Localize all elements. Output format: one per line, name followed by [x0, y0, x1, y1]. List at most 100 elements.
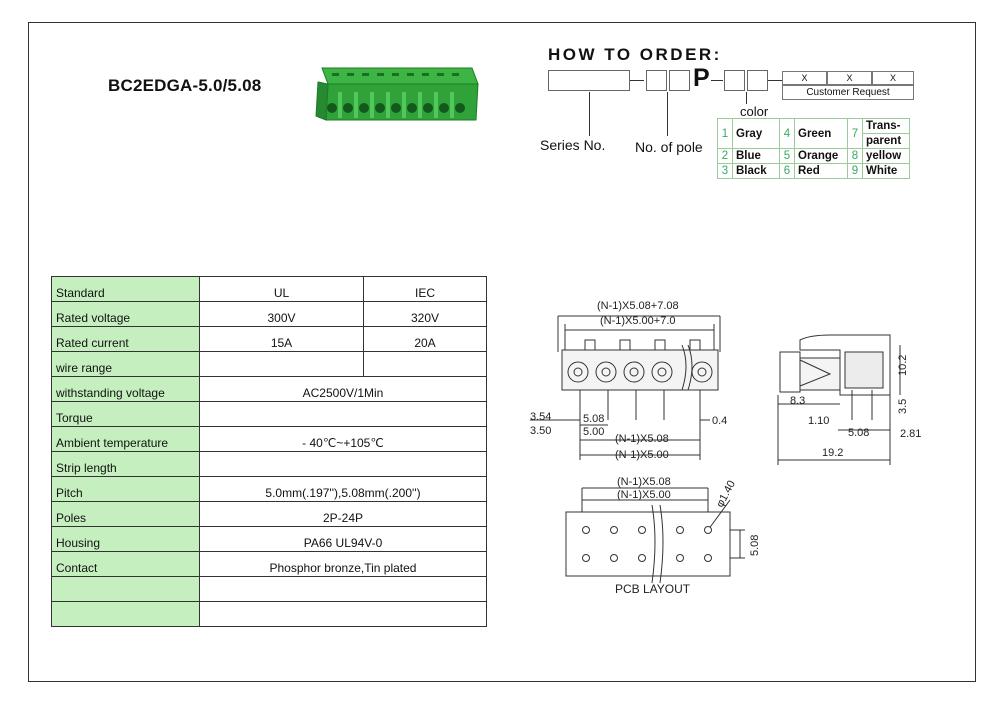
spec-row: Rated voltage 300V 320V: [51, 301, 487, 327]
spec-row: withstanding voltage AC2500V/1Min: [51, 376, 487, 402]
color-table: 1 Gray 4 Green 7 Trans- parent 2 Blue 5 …: [717, 118, 910, 179]
color-box-2: [747, 70, 768, 91]
spec-value: - 40℃~+105℃: [199, 426, 487, 452]
spec-row: Poles 2P-24P: [51, 501, 487, 527]
leader-line: [746, 92, 747, 104]
p-letter: P: [693, 64, 710, 92]
color-row: 3 Black 6 Red 9 White: [717, 163, 910, 179]
dim-label: 5.00: [583, 426, 604, 438]
spec-row: Housing PA66 UL94V-0: [51, 526, 487, 552]
spec-label: Rated voltage: [51, 301, 200, 327]
connector-image: [315, 67, 479, 121]
color-label: color: [740, 104, 769, 119]
dim-label: 5.08: [749, 535, 761, 556]
customer-request-label: Customer Request: [782, 85, 914, 100]
side-view: [777, 334, 901, 465]
connector-line: [711, 80, 723, 81]
color-name: Gray: [732, 118, 780, 149]
spec-row: Strip length: [51, 451, 487, 477]
spec-value: 5.0mm(.197''),5.08mm(.200''): [199, 476, 487, 502]
spec-label: Contact: [51, 551, 200, 577]
color-row: parent: [718, 133, 910, 149]
front-view: [530, 315, 721, 460]
spec-label: Pitch: [51, 476, 200, 502]
spec-value: [199, 351, 364, 377]
spec-row: [51, 601, 487, 627]
dim-label: 5.08: [848, 427, 869, 439]
color-name: Orange: [794, 148, 848, 164]
color-name: White: [862, 163, 910, 179]
leader-line: [589, 92, 590, 136]
spec-value: [363, 351, 487, 377]
dim-label: 8.3: [790, 395, 805, 407]
color-row: 2 Blue 5 Orange 8 yellow: [717, 148, 910, 164]
pole-box-2: [669, 70, 690, 91]
spec-row: Standard UL IEC: [51, 276, 487, 302]
spec-row: Pitch 5.0mm(.197''),5.08mm(.200''): [51, 476, 487, 502]
how-to-order-title: HOW TO ORDER:: [548, 45, 722, 64]
spec-label: Strip length: [51, 451, 200, 477]
pcb-layout-caption: PCB LAYOUT: [615, 582, 691, 596]
connector-line: [630, 80, 644, 81]
pole-box-1: [646, 70, 667, 91]
spec-label: Standard: [51, 276, 200, 302]
color-box-1: [724, 70, 745, 91]
dim-label: φ1.40: [714, 479, 738, 510]
dim-label: (N-1)X5.00: [615, 449, 669, 461]
x-mark: X: [872, 71, 914, 85]
leader-line: [667, 92, 668, 136]
dim-label: (N-1)X5.00: [617, 489, 671, 501]
dim-label: (N-1)X5.00+7.0: [600, 315, 676, 327]
page-frame: [28, 22, 976, 682]
spec-value: PA66 UL94V-0: [199, 526, 487, 552]
spec-label: Torque: [51, 401, 200, 427]
x-mark: X: [827, 71, 872, 85]
color-name: Red: [794, 163, 848, 179]
spec-label: withstanding voltage: [51, 376, 200, 402]
no-of-pole-label: No. of pole: [635, 139, 703, 155]
pcb-layout: [565, 487, 745, 584]
spec-row: Rated current 15A 20A: [51, 326, 487, 352]
color-name: parent: [862, 133, 910, 149]
connector-line: [768, 80, 782, 81]
spec-label: [51, 576, 200, 602]
dim-label: 2.81: [900, 428, 921, 440]
spec-value: 15A: [199, 326, 364, 352]
spec-label: [51, 601, 200, 627]
dim-label: 1.10: [808, 415, 829, 427]
dim-label: 19.2: [822, 447, 843, 459]
spec-row: Contact Phosphor bronze,Tin plated: [51, 551, 487, 577]
spec-label: wire range: [51, 351, 200, 377]
spec-value: [199, 601, 487, 627]
dim-label: 3.50: [530, 425, 551, 437]
spec-table: Standard UL IEC Rated voltage 300V 320V …: [51, 276, 487, 627]
spec-row: wire range: [51, 351, 487, 377]
color-row: 1 Gray 4 Green 7 Trans-: [717, 118, 910, 149]
spec-value: [199, 401, 487, 427]
spec-value: 300V: [199, 301, 364, 327]
spec-row: Torque: [51, 401, 487, 427]
series-no-label: Series No.: [540, 137, 606, 153]
dim-label: (N-1)X5.08+7.08: [597, 300, 679, 312]
product-title: BC2EDGA-5.0/5.08: [108, 76, 262, 95]
dim-label: 3.54: [530, 411, 551, 423]
dim-label: 10.2: [897, 355, 909, 376]
series-box: [548, 70, 630, 91]
dim-label: 0.4: [712, 415, 727, 427]
dim-label: (N-1)X5.08: [615, 433, 669, 445]
spec-value: 20A: [363, 326, 487, 352]
spec-label: Poles: [51, 501, 200, 527]
color-name: Black: [732, 163, 780, 179]
x-mark: X: [782, 71, 827, 85]
spec-value: 2P-24P: [199, 501, 487, 527]
spec-row: Ambient temperature - 40℃~+105℃: [51, 426, 487, 452]
spec-label: Housing: [51, 526, 200, 552]
spec-label: Rated current: [51, 326, 200, 352]
spec-value: [199, 576, 487, 602]
dim-label: (N-1)X5.08: [617, 476, 671, 488]
spec-row: [51, 576, 487, 602]
spec-value: AC2500V/1Min: [199, 376, 487, 402]
dim-label: 3.5: [897, 399, 909, 414]
dim-label: 5.08: [583, 413, 604, 425]
